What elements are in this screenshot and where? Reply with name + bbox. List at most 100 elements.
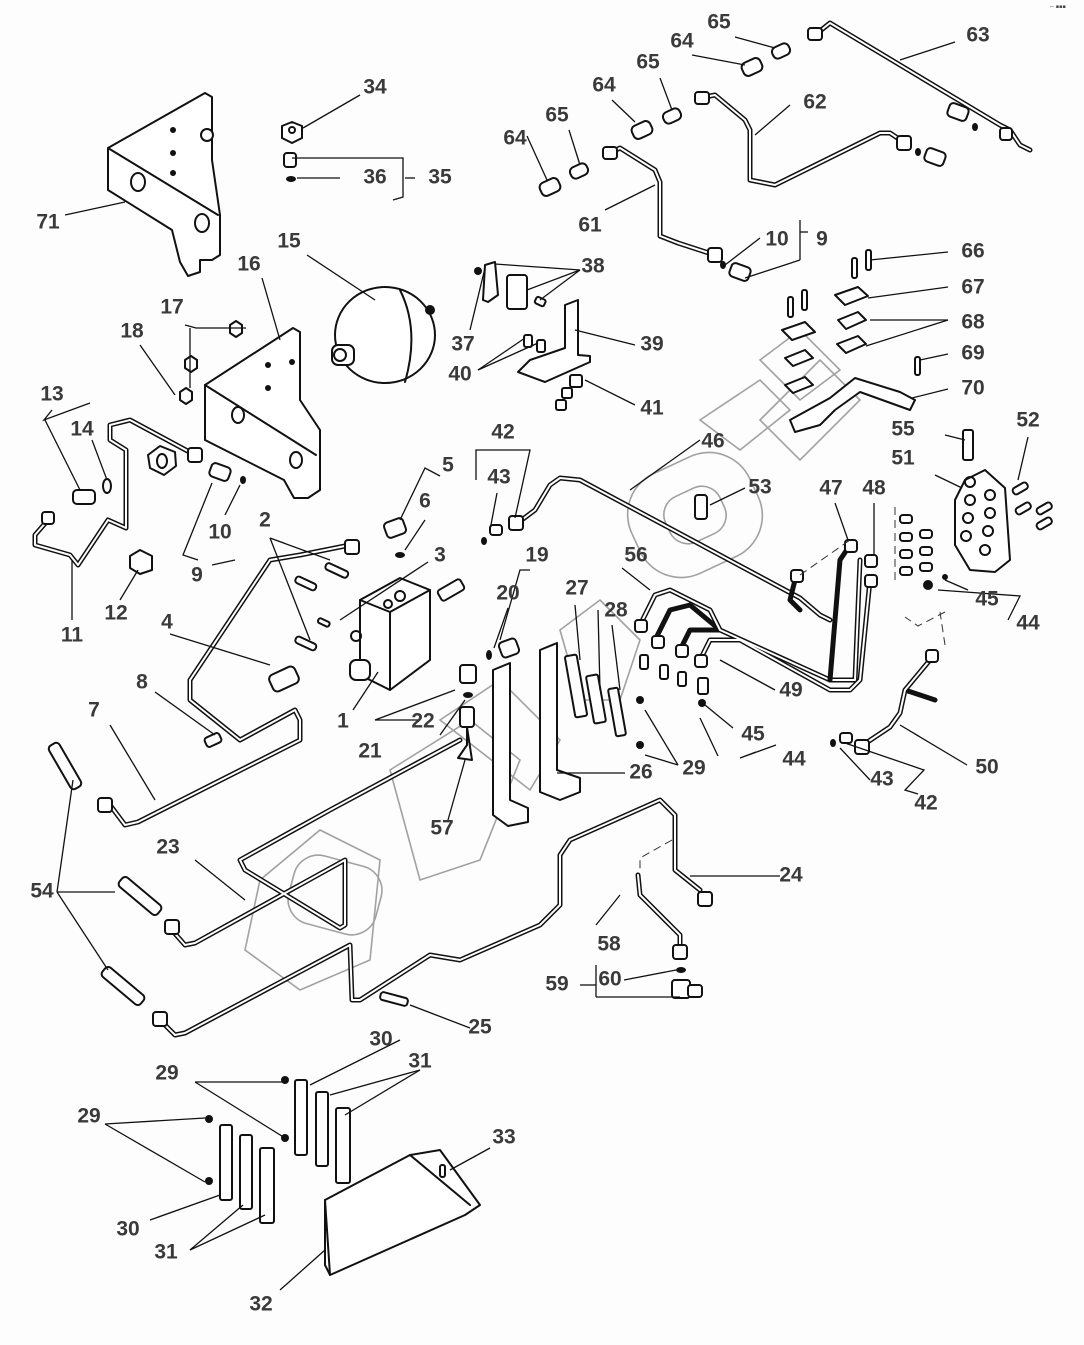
leader-line (279, 1249, 326, 1291)
leader-line (269, 537, 331, 561)
leader-line (659, 77, 673, 111)
leader-line (449, 1147, 491, 1171)
leader-line (184, 324, 246, 329)
leader-line (194, 859, 246, 901)
leader-line (269, 537, 311, 641)
leader-line (719, 659, 776, 691)
part-23-tube (152, 737, 713, 1038)
callout-label-13: 13 (40, 383, 63, 406)
callout-label-53: 53 (748, 476, 771, 499)
leader-line (439, 699, 466, 736)
part-46-tube (481, 475, 833, 623)
leader-line (109, 724, 156, 801)
leader-line (477, 337, 526, 371)
callout-label-28: 28 (604, 599, 628, 622)
leader-line (865, 319, 949, 347)
callout-label-63: 63 (966, 24, 989, 47)
callout-label-23: 23 (156, 836, 179, 859)
leader-line (154, 691, 216, 736)
callout-label-21: 21 (358, 740, 382, 763)
leader-line (526, 135, 548, 181)
leader-line (644, 709, 679, 766)
leader-line (493, 607, 509, 649)
leader-line (621, 567, 651, 591)
leader-line (584, 379, 636, 406)
leader-line (344, 1069, 421, 1116)
leader-line (339, 561, 429, 621)
callout-label-40: 40 (448, 363, 471, 386)
callout-label-35: 35 (428, 166, 452, 189)
callout-label-43: 43 (870, 768, 893, 791)
leader-line (104, 1117, 206, 1125)
callout-label-36: 36 (363, 166, 386, 189)
leader-line (44, 419, 81, 491)
callout-label-58: 58 (597, 933, 621, 956)
callout-label-47: 47 (819, 477, 842, 500)
leader-line (934, 474, 963, 489)
callout-label-24: 24 (779, 864, 803, 887)
callout-label-30: 30 (116, 1218, 139, 1241)
callout-label-30: 30 (369, 1028, 392, 1051)
leader-line (189, 1214, 266, 1251)
leader-line (475, 449, 484, 480)
leader-line (309, 1039, 401, 1086)
callout-label-61: 61 (578, 214, 602, 237)
callout-label-1: 1 (337, 710, 349, 733)
leader-line (568, 129, 581, 166)
part-71-bracket (107, 92, 221, 277)
part-38-41-clamp (474, 261, 591, 411)
leader-line (539, 269, 581, 301)
callout-label-42: 42 (914, 792, 937, 815)
leader-line (352, 671, 379, 711)
callout-label-2: 2 (259, 509, 271, 532)
callout-label-57: 57 (430, 817, 453, 840)
leader-line (839, 747, 871, 781)
leader-line (937, 589, 1022, 621)
leader-line (744, 259, 801, 279)
leader-line (469, 267, 486, 331)
part-26-brackets (492, 642, 644, 827)
callout-label-17: 17 (160, 296, 183, 319)
corner-mark: ⌐ ▪▪▪ (1050, 4, 1066, 10)
part-29-33-lower-assembly (205, 1076, 481, 1276)
callout-label-56: 56 (624, 544, 647, 567)
callout-label-65: 65 (636, 51, 660, 74)
leader-line (623, 969, 677, 981)
callout-label-65: 65 (545, 104, 569, 127)
leader-line (611, 99, 636, 123)
callout-label-45: 45 (975, 588, 999, 611)
callout-label-19: 19 (525, 544, 548, 567)
leader-line (709, 487, 746, 506)
callout-label-71: 71 (36, 211, 60, 234)
leader-line (104, 1123, 206, 1183)
callout-label-3: 3 (434, 544, 446, 567)
callout-label-48: 48 (862, 477, 886, 500)
callout-label-54: 54 (30, 880, 54, 903)
callout-label-5: 5 (442, 454, 454, 477)
callout-label-31: 31 (408, 1050, 432, 1073)
callout-label-37: 37 (451, 333, 474, 356)
leader-line (494, 263, 581, 271)
leader-line (691, 54, 746, 66)
leader-line (869, 251, 949, 261)
leader-line (899, 41, 956, 61)
callout-label-16: 16 (237, 253, 260, 276)
leader-line (944, 434, 966, 441)
leader-line (91, 439, 108, 481)
leader-line (194, 1081, 286, 1139)
leader-line (699, 717, 719, 757)
callout-label-9: 9 (191, 564, 203, 587)
leader-line (149, 1194, 221, 1221)
callout-label-9: 9 (816, 228, 828, 251)
callout-label-7: 7 (88, 699, 100, 722)
leader-line (724, 237, 761, 266)
callout-label-67: 67 (961, 276, 984, 299)
leader-line (526, 269, 581, 291)
callout-label-34: 34 (363, 76, 387, 99)
leader-line (139, 344, 176, 396)
callout-label-51: 51 (891, 447, 915, 470)
leader-line (64, 201, 126, 216)
callout-label-44: 44 (1016, 612, 1040, 635)
leader-line (754, 104, 791, 136)
